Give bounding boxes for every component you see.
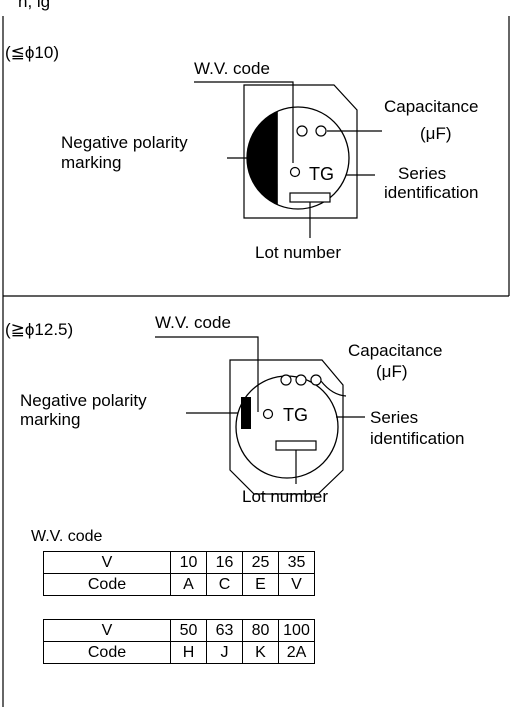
top-capacitance-unit: (μF) bbox=[420, 124, 452, 143]
table-cell: 10 bbox=[170, 551, 207, 574]
top-cap-dot-1 bbox=[296, 125, 308, 137]
table-cell: 50 bbox=[170, 619, 207, 642]
top-cap-dot-2 bbox=[315, 125, 327, 137]
bottom-capacitor bbox=[155, 336, 365, 495]
table-cell: A bbox=[170, 573, 207, 596]
bottom-cap-dot-3 bbox=[310, 374, 322, 386]
table-cell: 2A bbox=[278, 641, 315, 664]
table-cell: 63 bbox=[206, 619, 243, 642]
bottom-capacitance-label: Capacitance bbox=[348, 341, 443, 360]
wv-table-2: V 50 63 80 100 Code H J K 2A bbox=[43, 619, 315, 664]
bottom-wv-dot bbox=[262, 408, 274, 420]
table-cell-v-label: V bbox=[43, 551, 171, 574]
table-cell: C bbox=[206, 573, 243, 596]
table-cell: 25 bbox=[242, 551, 279, 574]
header-fragment: n, ig bbox=[18, 0, 51, 11]
table-cell: E bbox=[242, 573, 279, 596]
bottom-capacitor-body bbox=[235, 375, 339, 479]
top-size-label: (≦ϕ10) bbox=[5, 43, 59, 62]
bottom-capacitance-unit: (μF) bbox=[376, 362, 408, 381]
top-lot-number-label: Lot number bbox=[255, 243, 341, 262]
bottom-wv-code-label: W.V. code bbox=[155, 313, 231, 332]
table-cell-v-label: V bbox=[43, 619, 171, 642]
bottom-wv-leader bbox=[155, 336, 259, 412]
bottom-size-label: (≧ϕ12.5) bbox=[5, 320, 74, 339]
table-row: V 50 63 80 100 bbox=[43, 619, 315, 642]
bottom-negative-label-1: Negative polarity bbox=[20, 391, 147, 410]
top-wv-dot bbox=[289, 166, 301, 178]
bottom-series-label-2: identification bbox=[370, 429, 465, 448]
top-capacitance-label: Capacitance bbox=[384, 97, 479, 116]
table-row: V 10 16 25 35 bbox=[43, 551, 315, 574]
table-cell-code-label: Code bbox=[43, 641, 171, 664]
table-cell-code-label: Code bbox=[43, 573, 171, 596]
top-negative-label-1: Negative polarity bbox=[61, 133, 188, 152]
top-lot-box bbox=[289, 192, 331, 203]
top-wv-code-label: W.V. code bbox=[194, 59, 270, 78]
table-cell: 80 bbox=[242, 619, 279, 642]
top-negative-label-2: marking bbox=[61, 153, 122, 172]
bottom-lot-box bbox=[275, 440, 317, 451]
bottom-series-label-1: Series bbox=[370, 408, 419, 427]
wv-table-title: W.V. code bbox=[31, 528, 103, 545]
top-tg-text: TG bbox=[309, 164, 334, 184]
table-row: Code H J K 2A bbox=[43, 641, 315, 664]
top-series-label-2: identification bbox=[384, 183, 479, 202]
top-wv-leader bbox=[194, 81, 294, 163]
table-cell: 35 bbox=[278, 551, 315, 574]
wv-table-1: V 10 16 25 35 Code A C E V bbox=[43, 551, 315, 596]
bottom-negative-marking bbox=[241, 397, 251, 429]
table-row: Code A C E V bbox=[43, 573, 315, 596]
table-cell: 100 bbox=[278, 619, 315, 642]
table-cell: H bbox=[170, 641, 207, 664]
table-cell: 16 bbox=[206, 551, 243, 574]
top-capacitor bbox=[194, 81, 382, 238]
bottom-negative-label-2: marking bbox=[20, 410, 81, 429]
table-cell: V bbox=[278, 573, 315, 596]
top-series-label-1: Series bbox=[398, 164, 447, 183]
bottom-cap-dot-1 bbox=[280, 374, 292, 386]
bottom-cap-leader bbox=[320, 380, 347, 397]
table-cell: J bbox=[206, 641, 243, 664]
table-cell: K bbox=[242, 641, 279, 664]
top-negative-marking bbox=[247, 111, 278, 205]
bottom-cap-dot-2 bbox=[295, 374, 307, 386]
bottom-lot-number-label: Lot number bbox=[242, 487, 328, 506]
bottom-tg-text: TG bbox=[283, 405, 308, 425]
